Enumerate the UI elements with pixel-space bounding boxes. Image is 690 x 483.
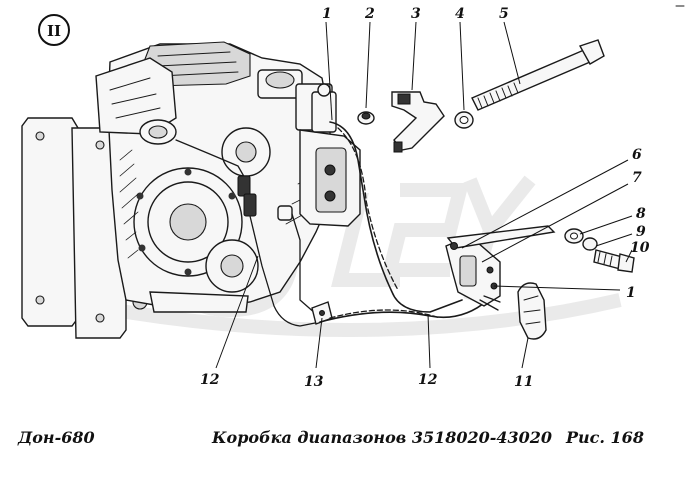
callout-3: 3 (411, 6, 421, 22)
valve-assembly (299, 83, 361, 227)
section-badge: II (38, 14, 70, 46)
callout-11: 11 (514, 374, 533, 390)
callout-4: 4 (455, 6, 465, 22)
callout-1-top: 1 (322, 6, 332, 22)
callout-2: 2 (364, 6, 375, 22)
footer-model: Дон-680 (18, 428, 95, 447)
long-bolt (471, 39, 605, 111)
callout-8: 8 (636, 206, 646, 222)
callout-10: 10 (630, 240, 650, 256)
sensor-connectors (175, 139, 333, 327)
cable-harness (319, 121, 489, 323)
rubber-cap (517, 282, 547, 340)
footer-title: Коробка диапазонов 3518020-43020 (212, 428, 553, 447)
switch-bracket (445, 225, 556, 311)
callout-labels: 1 2 3 4 5 6 7 8 9 10 1 12 13 12 11 (200, 6, 650, 390)
leader-lines (215, 21, 633, 369)
badge-label: II (47, 22, 61, 40)
plug-part (357, 111, 375, 125)
callout-13: 13 (304, 374, 324, 390)
callout-5: 5 (499, 6, 509, 22)
footer-figure: Рис. 168 (566, 428, 644, 447)
callout-12-left: 12 (200, 372, 220, 388)
washer-4 (454, 111, 474, 129)
fastener-set (564, 228, 635, 273)
callout-7: 7 (632, 170, 642, 186)
callout-12-right: 12 (418, 372, 438, 388)
callout-1-right: 1 (626, 285, 636, 301)
callout-6: 6 (632, 147, 642, 163)
callout-9: 9 (636, 224, 646, 240)
bent-strap (391, 91, 445, 153)
gearbox-housing (21, 41, 333, 339)
